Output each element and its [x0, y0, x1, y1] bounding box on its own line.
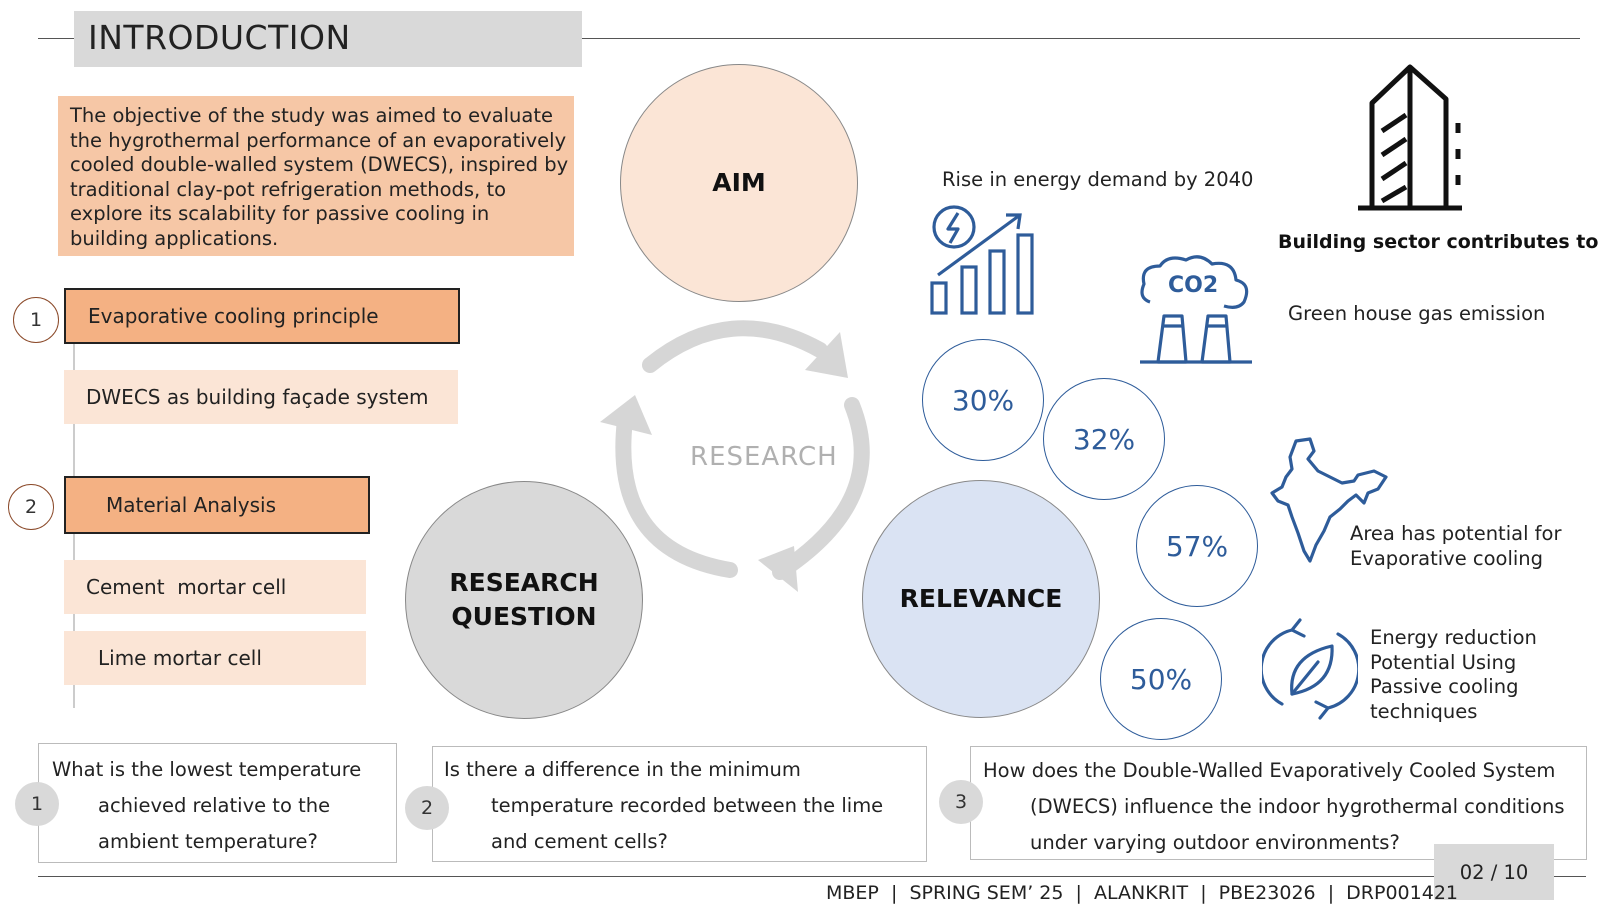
question-3-line-2: (DWECS) influence the indoor hygrotherma…: [1030, 795, 1565, 818]
stat-value-4: 50%: [1129, 662, 1193, 696]
potential-label-line-2: Evaporative cooling: [1350, 546, 1544, 570]
question-text-2: Is there a difference in the minimum tem…: [444, 752, 883, 860]
energy-reduction-line-4: techniques: [1370, 699, 1478, 723]
question-1-line-1: What is the lowest temperature: [52, 758, 362, 781]
energy-reduction-label: Energy reduction Potential Using Passive…: [1370, 626, 1537, 724]
question-number-3: 3: [939, 780, 983, 824]
cycle-arrowhead-right: [758, 546, 798, 592]
building-icon: [1358, 64, 1462, 211]
leaf-recycle-icon: [1262, 618, 1358, 720]
cycle-arrow-top: [642, 320, 828, 373]
building-sector-label: Building sector contributes to: [1278, 231, 1599, 253]
step-1-sub-1: DWECS as building façade system: [64, 370, 458, 424]
title-banner: [74, 11, 582, 67]
energy-demand-label: Rise in energy demand by 2040: [942, 168, 1254, 191]
co2-text: CO2: [1168, 273, 1218, 298]
question-box-2: [432, 746, 927, 862]
india-map-icon: [1270, 437, 1388, 563]
question-2-line-3: and cement cells?: [491, 830, 668, 853]
step-2-sub-2-text: Lime mortar cell: [98, 646, 262, 670]
stat-circle-50: 50%: [1100, 618, 1222, 740]
page-number: 02 / 10: [1434, 844, 1554, 900]
co2-factory-icon: CO2: [1140, 255, 1252, 364]
step-2-sub-1-text: Cement mortar cell: [86, 575, 287, 599]
question-box-1: [38, 743, 397, 863]
question-1-line-3: ambient temperature?: [98, 830, 318, 853]
question-text-1: What is the lowest temperature achieved …: [52, 752, 361, 860]
cycle-arrow-right: [772, 397, 870, 580]
ghg-label: Green house gas emission: [1288, 302, 1546, 325]
potential-label: Area has potential for Evaporative cooli…: [1350, 522, 1562, 571]
question-text-3: How does the Double-Walled Evaporatively…: [983, 753, 1565, 861]
stat-value-1: 30%: [951, 383, 1015, 417]
page-title: INTRODUCTION: [88, 18, 351, 57]
objective-box: [58, 96, 574, 256]
step-2-sub-2: Lime mortar cell: [64, 631, 366, 685]
relevance-label: RELEVANCE: [899, 584, 1063, 613]
stat-value-3: 57%: [1165, 529, 1229, 563]
question-1-line-2: achieved relative to the: [98, 794, 331, 817]
energy-reduction-line-1: Energy reduction: [1370, 626, 1537, 649]
step-1-title: Evaporative cooling principle: [64, 288, 460, 344]
question-3-line-1: How does the Double-Walled Evaporatively…: [983, 759, 1556, 782]
research-question-label-1: RESEARCH: [449, 568, 599, 597]
question-number-1: 1: [15, 782, 59, 826]
step-1-title-text: Evaporative cooling principle: [88, 304, 379, 328]
cycle-arrow-left: [615, 412, 738, 578]
question-2-line-2: temperature recorded between the lime: [491, 794, 884, 817]
footer-rule: [38, 876, 1586, 877]
question-3-line-3: under varying outdoor environments?: [1030, 831, 1400, 854]
question-2-line-1: Is there a difference in the minimum: [444, 758, 801, 781]
stat-circle-57: 57%: [1136, 485, 1258, 607]
aim-circle: AIM: [620, 64, 858, 302]
question-number-2: 2: [405, 786, 449, 830]
energy-reduction-line-2: Potential Using: [1370, 650, 1517, 674]
step-number-2: 2: [8, 484, 54, 530]
relevance-circle: RELEVANCE: [862, 480, 1100, 718]
energy-reduction-line-3: Passive cooling: [1370, 675, 1519, 698]
step-1-sub-1-text: DWECS as building façade system: [86, 385, 429, 409]
step-2-title: Material Analysis: [64, 476, 370, 534]
step-number-1: 1: [13, 297, 59, 343]
stat-circle-32: 32%: [1043, 378, 1165, 500]
cycle-arrowhead-top: [805, 332, 848, 378]
research-question-label-2: QUESTION: [451, 602, 597, 631]
cycle-arrowhead-left: [600, 395, 652, 435]
research-question-circle: RESEARCH QUESTION: [405, 481, 643, 719]
step-2-sub-1: Cement mortar cell: [64, 560, 366, 614]
potential-label-line-1: Area has potential for: [1350, 522, 1562, 545]
research-center-label: RESEARCH: [690, 442, 838, 472]
research-cycle-arrows: [600, 320, 870, 592]
energy-demand-icon: [930, 205, 1034, 315]
stat-value-2: 32%: [1072, 422, 1136, 456]
aim-label: AIM: [712, 168, 766, 197]
footer-text: MBEP | SPRING SEM’ 25 | ALANKRIT | PBE23…: [826, 882, 1459, 904]
stat-circle-30: 30%: [922, 339, 1044, 461]
step-2-title-text: Material Analysis: [106, 493, 277, 517]
header-rule-right: [582, 38, 1580, 39]
objective-text: The objective of the study was aimed to …: [70, 104, 569, 250]
header-rule-left: [38, 38, 74, 39]
question-box-3: [970, 746, 1587, 860]
